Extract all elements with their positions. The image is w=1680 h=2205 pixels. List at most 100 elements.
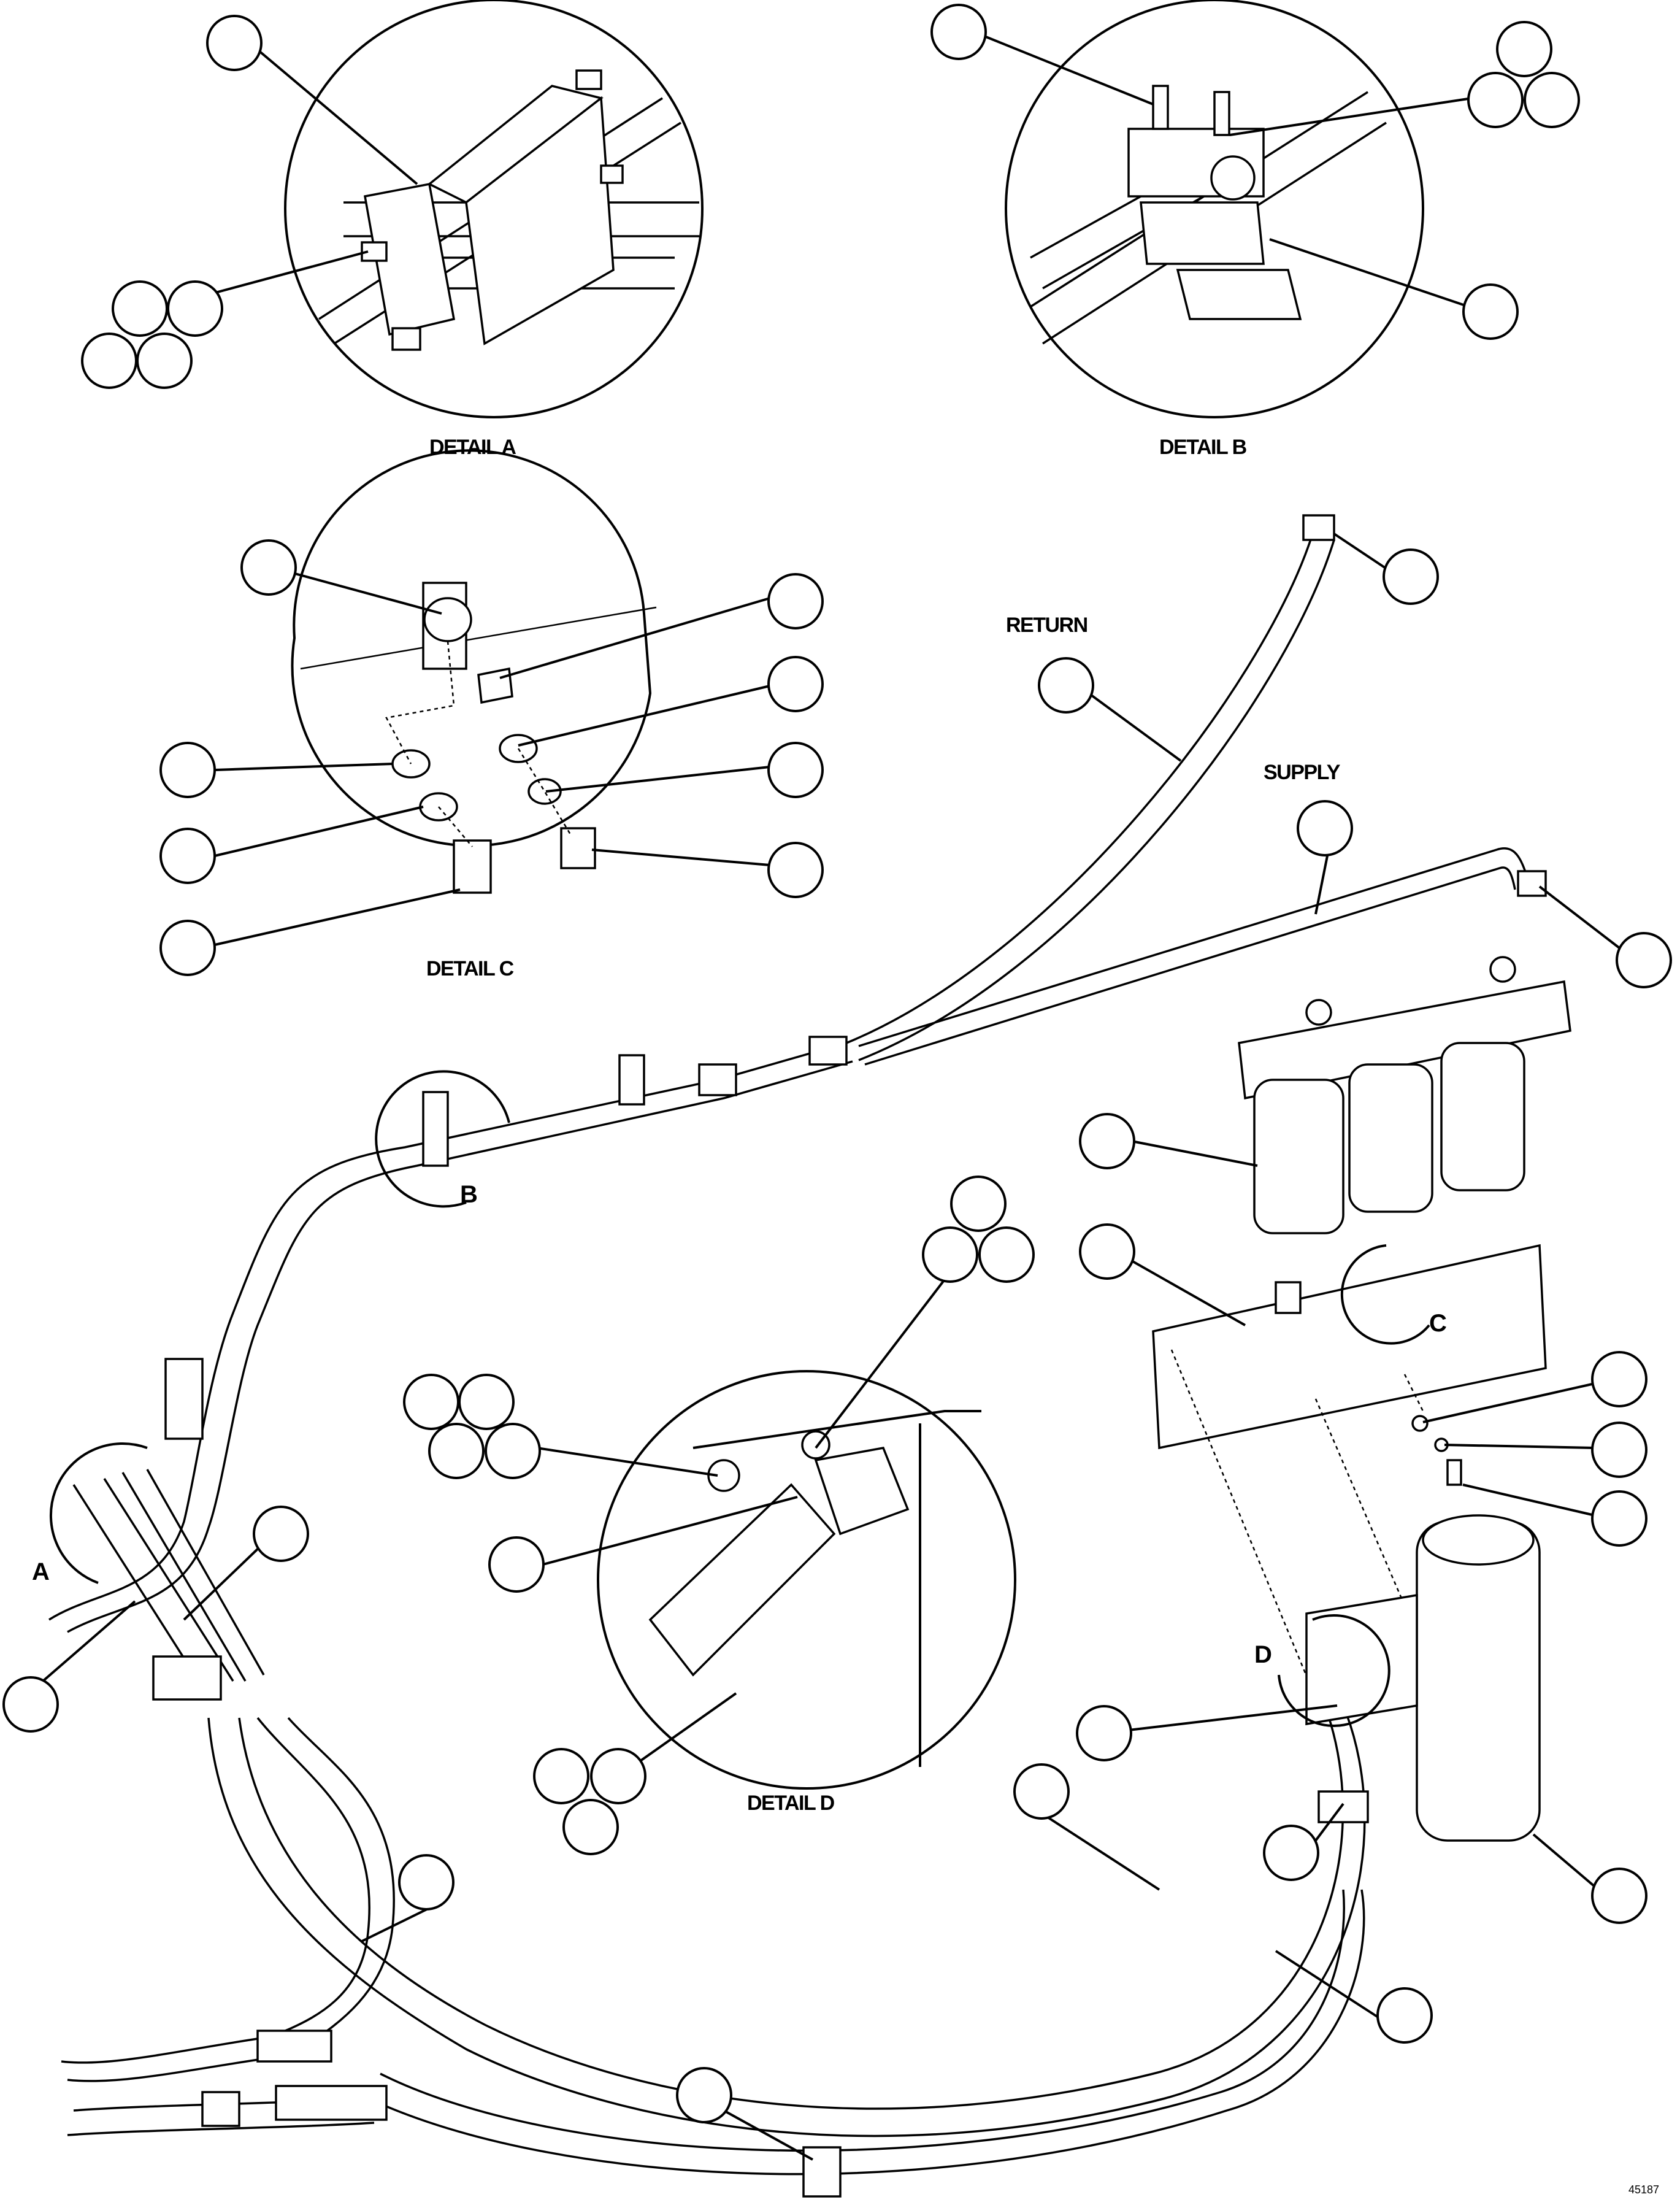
detail-c-clip: [477, 667, 513, 704]
filter-leader-hose: [1128, 1704, 1338, 1731]
second-lower-hose: [367, 1889, 1365, 2176]
plate-clamp: [1275, 1281, 1302, 1314]
detail-c-leader-1: [288, 571, 442, 615]
filter-canister-2: [1348, 1063, 1433, 1213]
detail-b-channel-rail: [1176, 269, 1302, 320]
supply-hose-lower: [61, 1717, 395, 2082]
large-filter-housing: [1416, 1520, 1541, 1842]
lower-hose-leader-1: [360, 1907, 430, 1943]
detail-b-tube-end: [1210, 155, 1256, 201]
ball-valve: [201, 2091, 240, 2127]
detail-b-view: DETAIL B: [930, 0, 1580, 459]
callout-bubble: [206, 15, 263, 71]
callout-bubble: [159, 828, 216, 884]
detail-d-grease-fitting: [707, 1459, 740, 1492]
callout-bubble: [253, 1506, 309, 1562]
detail-b-label: DETAIL B: [1159, 436, 1247, 459]
callout-bubble: [1376, 1987, 1433, 2044]
callout-bubble: [767, 742, 824, 798]
callout-bubble: [1038, 657, 1094, 714]
detail-a-clamp-plate: [363, 182, 456, 336]
detail-c-leader-8: [214, 888, 461, 946]
callout-bubble: [1297, 800, 1353, 856]
callout-bubble: [1591, 1490, 1647, 1547]
callout-bubble: [1383, 548, 1439, 605]
filter-canister-3: [1440, 1042, 1525, 1191]
callout-bubble: [1496, 21, 1552, 77]
detail-b-leader-3: [1269, 238, 1470, 308]
lower-tube-clamp: [152, 1655, 222, 1701]
filter-canister-1: [1253, 1079, 1344, 1234]
detail-a-fitting-lower: [391, 327, 421, 351]
callout-bubble: [767, 656, 824, 712]
plate-bolt: [1446, 1459, 1462, 1486]
supply-hose-fitting: [1517, 870, 1547, 897]
figure-number: 45187: [1628, 2184, 1659, 2196]
callout-bubble: [922, 1226, 978, 1283]
callout-bubble: [590, 1748, 646, 1804]
detail-d-leader-3: [542, 1496, 798, 1566]
tube-coupling-2: [808, 1036, 848, 1066]
view-c-label: C: [1429, 1310, 1447, 1337]
detail-c-assembly-lines: [385, 641, 572, 847]
detail-a-stud: [575, 69, 602, 90]
detail-d-indicator: [1278, 1614, 1390, 1728]
callout-bubble: [978, 1226, 1035, 1283]
filter-leader: [1131, 1140, 1258, 1167]
detail-d-leader-4: [631, 1692, 737, 1768]
plate-leader: [1131, 1260, 1246, 1326]
callout-bubble: [1079, 1113, 1135, 1169]
callout-bubble: [428, 1423, 485, 1479]
callout-bubble: [1462, 283, 1519, 340]
callout-bubble: [136, 333, 193, 389]
callout-bubble: [112, 280, 168, 337]
detail-a-stud-2: [600, 164, 624, 184]
detail-a-indicator: [49, 1442, 148, 1584]
callout-bubble: [488, 1536, 545, 1593]
return-hose-upper-2: [858, 539, 1335, 1061]
return-leader-fitting: [1333, 533, 1390, 572]
detail-b-clamp-bottom: [1140, 201, 1265, 265]
callout-bubble: [1591, 1351, 1647, 1407]
detail-c-leader-3: [518, 685, 770, 747]
tube-clamp-left: [164, 1358, 204, 1440]
lower-tube-pair-1: [72, 1478, 234, 1688]
detail-c-leader-4: [545, 766, 770, 793]
callout-bubble: [1079, 1223, 1135, 1280]
detail-a-leader-2: [208, 250, 369, 296]
view-b-label: B: [460, 1181, 478, 1208]
view-d-label: D: [1254, 1641, 1272, 1668]
detail-c-spacer: [423, 597, 472, 642]
hose-coupler-mid: [256, 2030, 332, 2063]
return-label: RETURN: [1006, 614, 1087, 637]
clamp-at-b: [422, 1091, 449, 1167]
detail-c-leader-2: [499, 597, 770, 679]
return-supply-hoses: RETURN SUPPLY: [846, 514, 1672, 1066]
detail-c-leader-7: [214, 806, 424, 857]
detail-b-leader-2: [1229, 97, 1473, 136]
detail-a-clamp-body: [465, 96, 615, 345]
detail-d-fitting: [814, 1447, 910, 1536]
supply-leader-fitting: [1538, 885, 1621, 949]
callout-bubble: [562, 1799, 619, 1855]
callout-bubble: [240, 539, 297, 596]
detail-c-indicator: [1340, 1244, 1430, 1345]
detail-c-leader-5: [591, 849, 770, 866]
detail-a-label: DETAIL A: [429, 436, 516, 459]
detail-d-hose: [648, 1483, 836, 1677]
filter-fitting: [1318, 1790, 1369, 1823]
plate-hw-leader-1: [1422, 1382, 1595, 1423]
detail-c-outline: [291, 449, 652, 847]
callout-bubble: [1467, 72, 1524, 128]
return-hose-fitting: [1302, 514, 1335, 541]
view-a-label: A: [32, 1558, 50, 1585]
lower-hose-leader-2: [723, 2109, 813, 2161]
filter-assembly: C D: [1076, 956, 1647, 1924]
supply-hose-upper-2: [864, 866, 1516, 1066]
detail-b-leader-1: [978, 33, 1154, 106]
mounting-plate: [1152, 1244, 1547, 1450]
callout-bubble: [458, 1374, 515, 1430]
return-leader-hose: [1087, 692, 1182, 762]
detail-c-bolt-1: [453, 839, 492, 894]
detail-b-stud-1: [1152, 85, 1169, 130]
